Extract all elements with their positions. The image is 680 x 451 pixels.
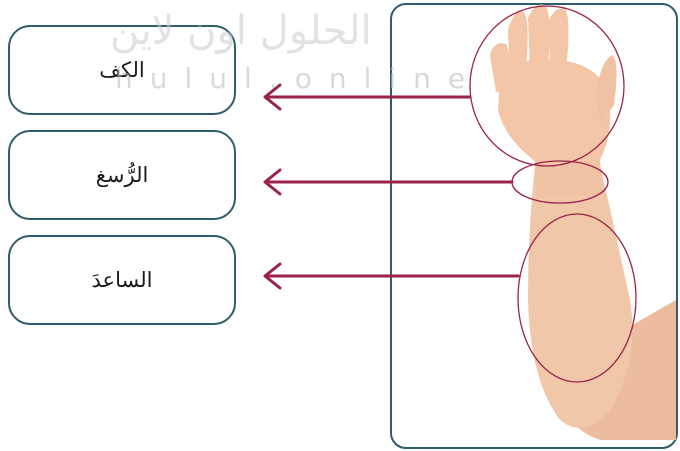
wrist-label-box: الرُّسغ: [8, 130, 236, 220]
forearm-arrow: [265, 264, 518, 288]
forearm-label-box: الساعدَ: [8, 235, 236, 325]
wrist-arrow: [265, 170, 512, 194]
watermark-latin: hulul.online: [115, 62, 482, 95]
forearm-label: الساعدَ: [92, 268, 153, 292]
wrist-label: الرُّسغ: [96, 163, 149, 187]
finger-4: [490, 43, 512, 92]
watermark-arabic: الحلول اون لاين: [110, 8, 372, 54]
finger-3: [549, 8, 569, 72]
thumb: [596, 55, 617, 125]
finger-2: [528, 5, 550, 71]
